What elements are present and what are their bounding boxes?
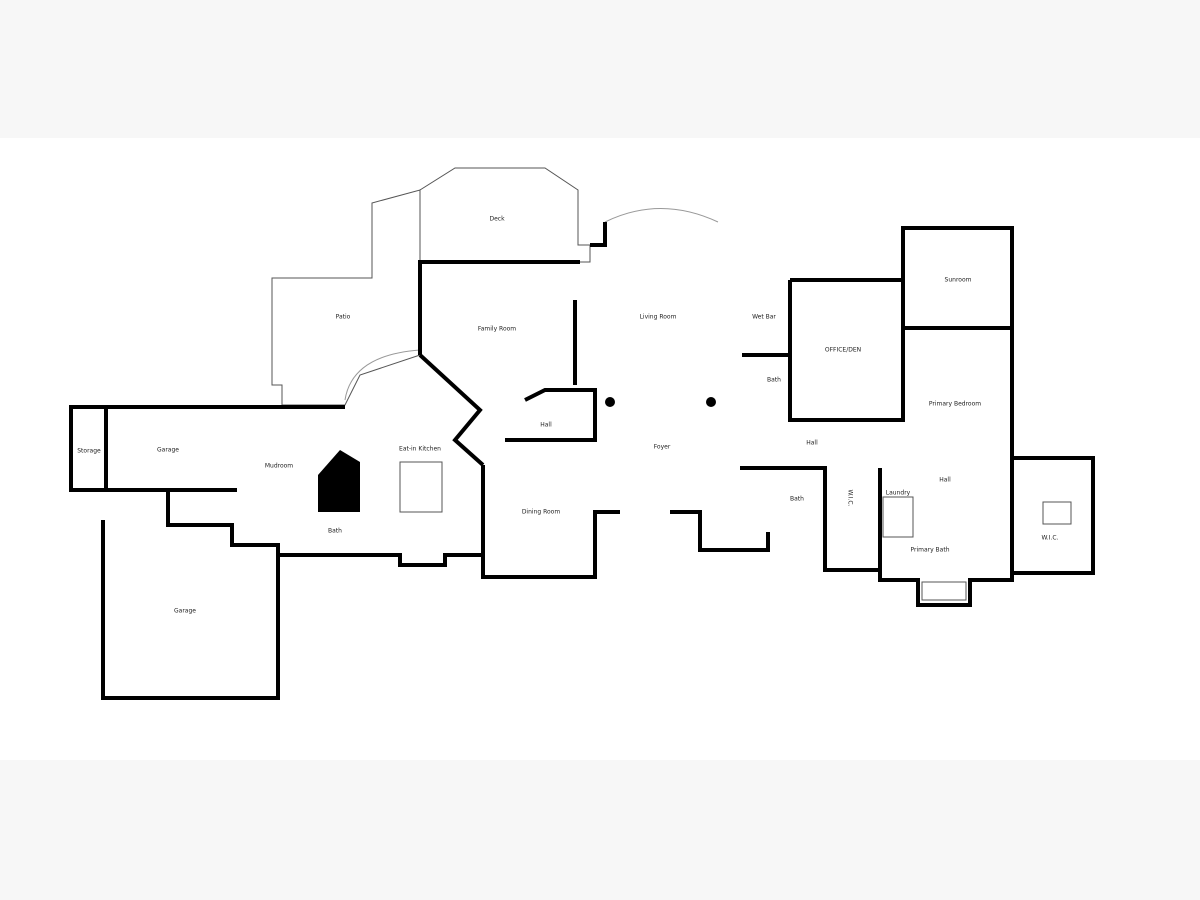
room-label: Storage <box>77 448 101 455</box>
laundry-chute <box>882 496 914 538</box>
wic-shelving <box>1042 501 1072 525</box>
room-label: Bath <box>328 528 342 535</box>
room-label: Laundry <box>886 490 911 497</box>
storage-garage-wall <box>69 405 237 492</box>
primary-wic-wall <box>1010 456 1095 575</box>
kitchen-island <box>399 461 443 513</box>
patio-outline <box>271 189 421 406</box>
room-label: Deck <box>489 216 505 223</box>
room-label: Wet Bar <box>752 314 776 321</box>
room-label: Dining Room <box>522 509 561 516</box>
kitchen-bay-window <box>344 349 421 401</box>
hall-bath-wall <box>740 466 880 572</box>
living-bay-window <box>604 208 719 223</box>
dining-wall <box>481 465 620 579</box>
room-label: OFFICE/DEN <box>825 347 861 354</box>
family-hall-wall <box>505 388 597 442</box>
room-label: Foyer <box>654 444 671 451</box>
room-label: Hall <box>540 422 552 429</box>
deck-outline <box>419 167 591 263</box>
floor-plan-canvas <box>0 138 1200 760</box>
kitchen-pantry-block <box>318 450 360 512</box>
room-label: Primary Bedroom <box>929 401 981 408</box>
large-garage-wall <box>101 520 280 700</box>
foyer-wall <box>670 510 770 552</box>
room-label: Bath <box>790 496 804 503</box>
column-left <box>605 397 615 407</box>
room-label: Eat-in Kitchen <box>399 446 441 453</box>
room-label: Sunroom <box>945 277 972 284</box>
room-label: Hall <box>806 440 818 447</box>
room-label: Garage <box>157 447 179 454</box>
column-right <box>706 397 716 407</box>
room-label: Mudroom <box>265 463 293 470</box>
mudroom-lower-wall <box>166 490 483 567</box>
room-label: W.I.C. <box>847 490 854 507</box>
room-label: Family Room <box>478 326 516 333</box>
primary-bath-wall <box>878 468 1014 607</box>
room-label: Hall <box>939 477 951 484</box>
office-wall <box>788 278 905 422</box>
living-room-wall <box>590 222 607 247</box>
room-label: Patio <box>336 314 351 321</box>
bathtub <box>921 581 967 601</box>
sunroom-wall <box>901 226 1014 330</box>
room-label: Garage <box>174 608 196 615</box>
family-room-wall <box>418 260 580 355</box>
kitchen-diagonal-wall <box>418 353 485 467</box>
room-label: Living Room <box>640 314 677 321</box>
room-label: Primary Bath <box>910 547 949 554</box>
room-label: Bath <box>767 377 781 384</box>
room-label: W.I.C. <box>1042 535 1059 542</box>
